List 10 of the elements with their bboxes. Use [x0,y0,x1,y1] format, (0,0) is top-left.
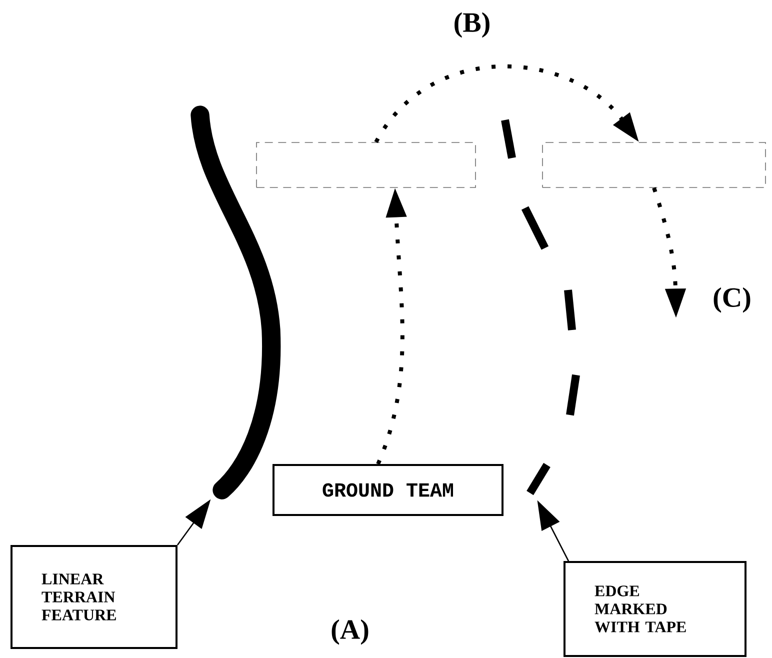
callout-box: LINEAR TERRAIN FEATURE [10,545,178,649]
panel-label: (A) [332,619,368,645]
tape-line [501,119,580,496]
panel-label: (B) [454,12,490,38]
panel-label: (C) [714,287,750,313]
dashed-box [256,142,476,188]
terrain-line [190,106,281,500]
dashed-box [542,142,766,188]
text-box: GROUND TEAM [272,464,504,516]
callout-box: EDGE MARKED WITH TAPE [564,561,746,657]
